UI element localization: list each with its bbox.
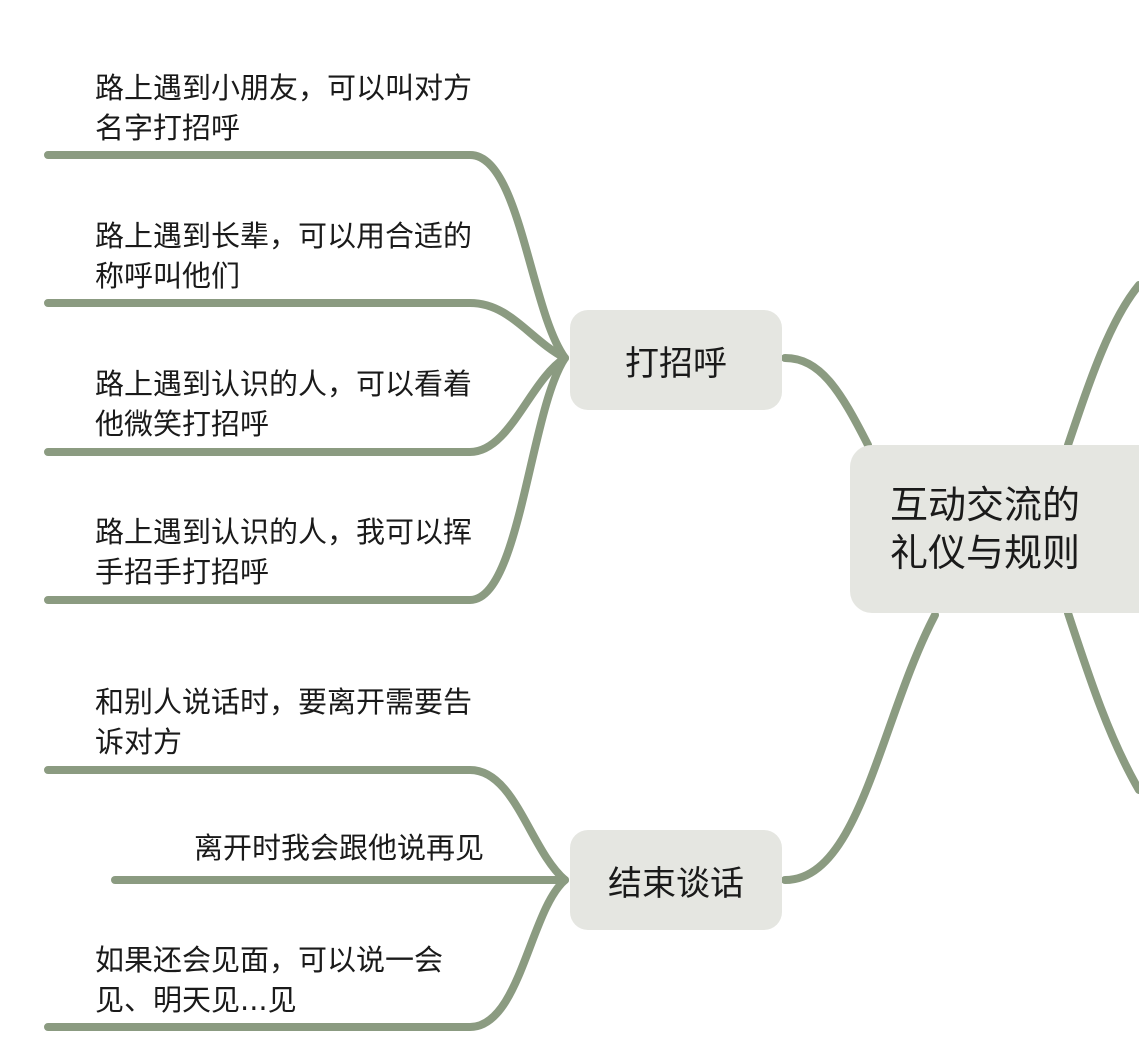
connector-greeting-leaf-1 xyxy=(44,151,569,362)
leaf-item: 路上遇到长辈，可以用合适的称呼叫他们 xyxy=(95,219,473,293)
leaf-item: 离开时我会跟他说再见 xyxy=(193,831,484,865)
branch-node-greeting[interactable]: 打招呼 xyxy=(570,310,782,410)
connector-root-ending xyxy=(781,611,939,884)
connector-root-greeting xyxy=(781,354,872,449)
root-node[interactable]: 互动交流的礼仪与规则 xyxy=(850,445,1139,613)
branch-node-label: 打招呼 xyxy=(625,343,727,384)
leaf-item: 如果还会见面，可以说一会见、明天见...见 xyxy=(95,943,444,1017)
connector-greeting-leaf-4 xyxy=(44,354,569,604)
branch-node-label: 结束谈话 xyxy=(608,863,744,904)
connector-root-lower-right xyxy=(1064,609,1139,794)
leaf-item: 和别人说话时，要离开需要告诉对方 xyxy=(95,685,473,759)
connector-ending-leaf-1 xyxy=(44,766,569,884)
connector-greeting-leaf-3 xyxy=(44,354,569,456)
branch-node-ending[interactable]: 结束谈话 xyxy=(570,830,782,930)
leaf-item: 路上遇到认识的人，可以看着他微笑打招呼 xyxy=(95,367,473,441)
leaf-item: 路上遇到小朋友，可以叫对方名字打招呼 xyxy=(95,71,473,145)
connector-root-upper-right xyxy=(1064,281,1139,449)
root-node-label: 互动交流的礼仪与规则 xyxy=(889,483,1080,575)
connector-ending-leaf-3 xyxy=(44,876,569,1031)
leaf-item: 路上遇到认识的人，我可以挥手招手打招呼 xyxy=(95,515,473,589)
connector-greeting-leaf-2 xyxy=(44,299,569,362)
